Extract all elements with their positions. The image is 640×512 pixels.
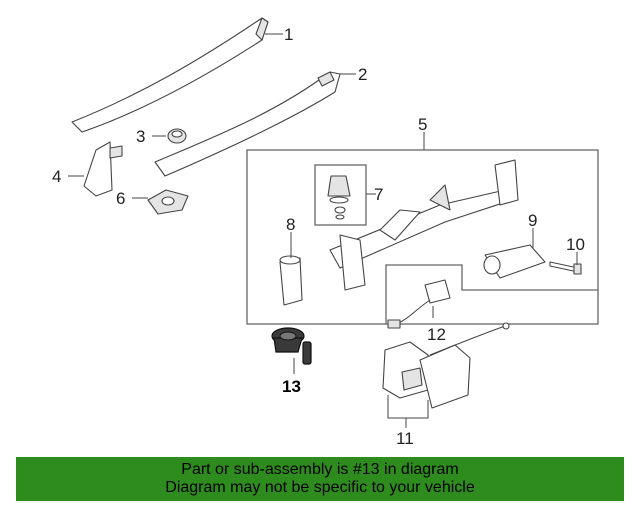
banner-line-2: Diagram may not be specific to your vehi…	[165, 479, 475, 496]
callout-9: 9	[528, 211, 537, 230]
callout-2: 2	[358, 65, 367, 84]
callout-3: 3	[136, 127, 145, 146]
part-12-box	[385, 264, 598, 324]
part-3-grommet[interactable]	[167, 128, 187, 144]
part-4-bracket[interactable]	[83, 141, 123, 197]
callout-4: 4	[52, 167, 61, 186]
callout-11: 11	[396, 429, 414, 448]
assembly-5-box	[246, 149, 599, 325]
part-7-box	[314, 164, 367, 226]
part-5-mechanism-frame[interactable]	[329, 159, 519, 291]
callout-5: 5	[418, 115, 427, 134]
part-11-module-cover[interactable]	[382, 322, 510, 409]
callout-13-highlighted[interactable]: 13	[282, 377, 301, 396]
part-13-highlighted[interactable]	[271, 327, 312, 365]
callout-1: 1	[284, 25, 293, 44]
part-10-bolt[interactable]	[549, 261, 582, 275]
callout-12: 12	[427, 325, 446, 344]
part-12-switch-harness[interactable]	[387, 279, 451, 329]
part-info-banner: Part or sub-assembly is #13 in diagram D…	[16, 457, 624, 501]
parts-diagram: 1 2 3 4 6 5 7	[52, 17, 599, 448]
callout-8: 8	[286, 215, 295, 234]
banner-line-1: Part or sub-assembly is #13 in diagram	[181, 461, 459, 478]
part-6-mounting-plate[interactable]	[147, 189, 189, 215]
part-7-bumper[interactable]	[327, 175, 351, 220]
part-9-motor[interactable]	[483, 244, 546, 279]
callout-6: 6	[116, 189, 125, 208]
callout-7: 7	[374, 185, 383, 204]
part-8-actuator[interactable]	[279, 255, 303, 306]
part-1-spoiler[interactable]	[71, 17, 269, 133]
callout-10: 10	[566, 235, 585, 254]
